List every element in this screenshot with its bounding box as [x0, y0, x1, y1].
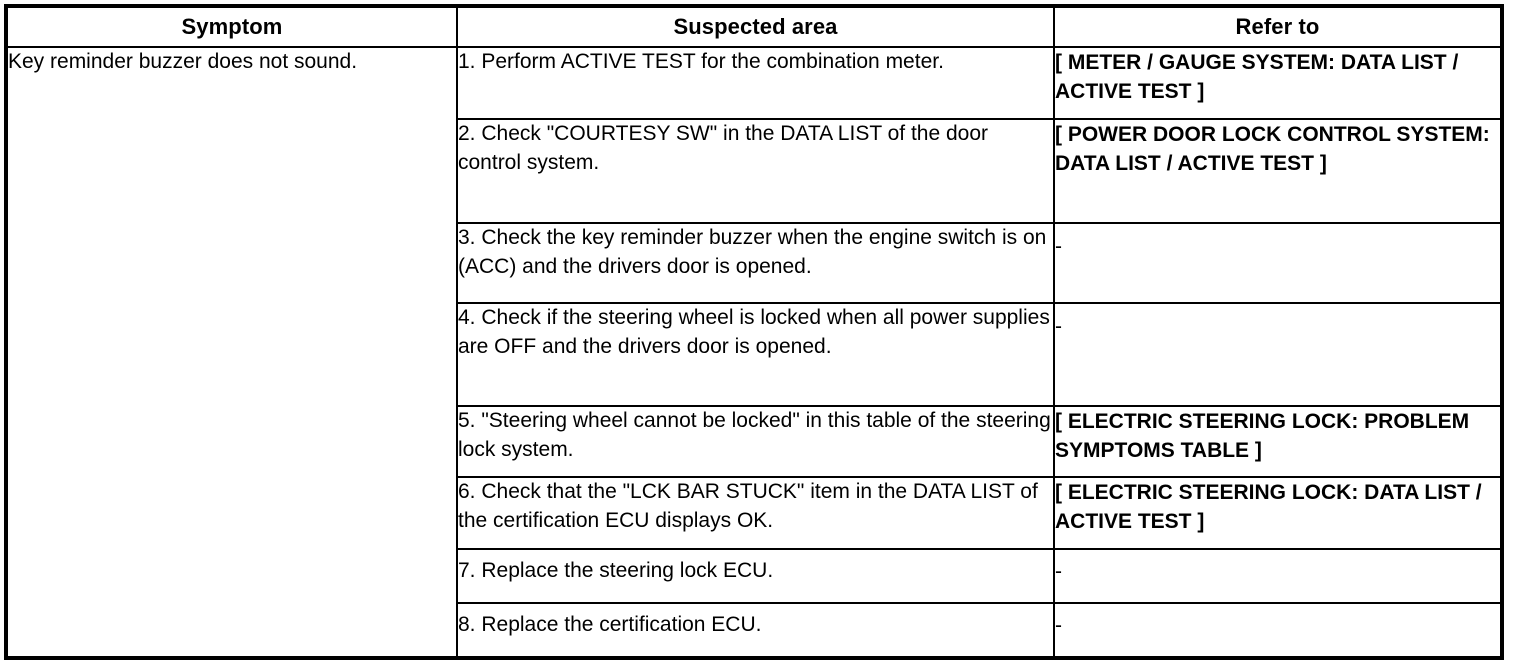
suspected-area-cell-1: 1. Perform ACTIVE TEST for the combinati…	[456, 46, 1055, 120]
suspected-area-text-8: 8. Replace the certification ECU.	[458, 613, 762, 636]
suspected-area-cell-4: 4. Check if the steering wheel is locked…	[456, 302, 1055, 407]
refer-to-cell-8: -	[1053, 602, 1503, 659]
refer-to-cell-3: -	[1053, 222, 1503, 304]
table-row: Key reminder buzzer does not sound. 1. P…	[5, 46, 1503, 659]
refer-to-text-4: -	[1055, 315, 1062, 338]
suspected-area-text-4: 4. Check if the steering wheel is locked…	[458, 306, 1050, 358]
table-body: Key reminder buzzer does not sound. 1. P…	[5, 46, 1503, 659]
table-row: 7. Replace the steering lock ECU. -	[6, 548, 1503, 604]
suspected-area-text-7: 7. Replace the steering lock ECU.	[458, 559, 774, 582]
symptom-text: Key reminder buzzer does not sound.	[8, 50, 358, 73]
suspected-area-cell-2: 2. Check "COURTESY SW" in the DATA LIST …	[456, 118, 1055, 224]
table-row: 2. Check "COURTESY SW" in the DATA LIST …	[6, 118, 1503, 224]
document-page: Symptom Suspected area Refer to Key remi…	[4, 4, 1504, 660]
table-header: Symptom Suspected area Refer to	[5, 5, 1503, 48]
refer-to-cell-5: [ ELECTRIC STEERING LOCK: PROBLEM SYMPTO…	[1053, 405, 1503, 478]
suspected-area-cell-6: 6. Check that the "LCK BAR STUCK" item i…	[456, 476, 1055, 550]
refer-to-text-1: [ METER / GAUGE SYSTEM: DATA LIST / ACTI…	[1055, 51, 1459, 104]
suspected-area-text-2: 2. Check "COURTESY SW" in the DATA LIST …	[458, 122, 989, 174]
refer-to-text-2: [ POWER DOOR LOCK CONTROL SYSTEM: DATA L…	[1055, 123, 1490, 176]
refer-to-cell-6: [ ELECTRIC STEERING LOCK: DATA LIST / AC…	[1053, 476, 1503, 550]
suspected-area-cell-5: 5. "Steering wheel cannot be locked" in …	[456, 405, 1055, 478]
suspected-area-text-1: 1. Perform ACTIVE TEST for the combinati…	[458, 50, 944, 73]
suspected-area-cell-7: 7. Replace the steering lock ECU.	[456, 548, 1055, 604]
table-row: 5. "Steering wheel cannot be locked" in …	[6, 405, 1503, 478]
table-header-row: Symptom Suspected area Refer to	[5, 5, 1503, 48]
column-header-suspected-area-label: Suspected area	[673, 13, 838, 39]
refer-to-text-8: -	[1055, 614, 1062, 637]
table-row: 4. Check if the steering wheel is locked…	[6, 302, 1503, 407]
column-header-suspected-area: Suspected area	[456, 5, 1055, 48]
column-header-refer-to: Refer to	[1053, 5, 1503, 48]
suspected-area-text-5: 5. "Steering wheel cannot be locked" in …	[458, 409, 1051, 461]
refer-to-text-6: [ ELECTRIC STEERING LOCK: DATA LIST / AC…	[1055, 481, 1482, 534]
refer-to-text-3: -	[1055, 235, 1062, 258]
column-header-symptom-label: Symptom	[181, 13, 283, 39]
column-header-symptom: Symptom	[5, 5, 458, 48]
refer-to-cell-7: -	[1053, 548, 1503, 604]
suspected-area-cell-8: 8. Replace the certification ECU.	[456, 602, 1055, 659]
column-header-refer-to-label: Refer to	[1235, 13, 1320, 39]
refer-to-text-5: [ ELECTRIC STEERING LOCK: PROBLEM SYMPTO…	[1055, 410, 1470, 463]
table-row: 3. Check the key reminder buzzer when th…	[6, 222, 1503, 304]
symptom-cell: Key reminder buzzer does not sound.	[5, 46, 458, 659]
refer-to-cell-4: -	[1053, 302, 1503, 407]
refer-to-cell-1: [ METER / GAUGE SYSTEM: DATA LIST / ACTI…	[1053, 46, 1503, 120]
refer-to-cell-2: [ POWER DOOR LOCK CONTROL SYSTEM: DATA L…	[1053, 118, 1503, 224]
suspected-area-cell-3: 3. Check the key reminder buzzer when th…	[456, 222, 1055, 304]
suspected-area-text-6: 6. Check that the "LCK BAR STUCK" item i…	[458, 480, 1038, 532]
suspected-area-text-3: 3. Check the key reminder buzzer when th…	[458, 226, 1047, 278]
refer-to-text-7: -	[1055, 560, 1062, 583]
problem-symptoms-table: Symptom Suspected area Refer to Key remi…	[4, 4, 1504, 660]
table-row: 6. Check that the "LCK BAR STUCK" item i…	[6, 476, 1503, 550]
